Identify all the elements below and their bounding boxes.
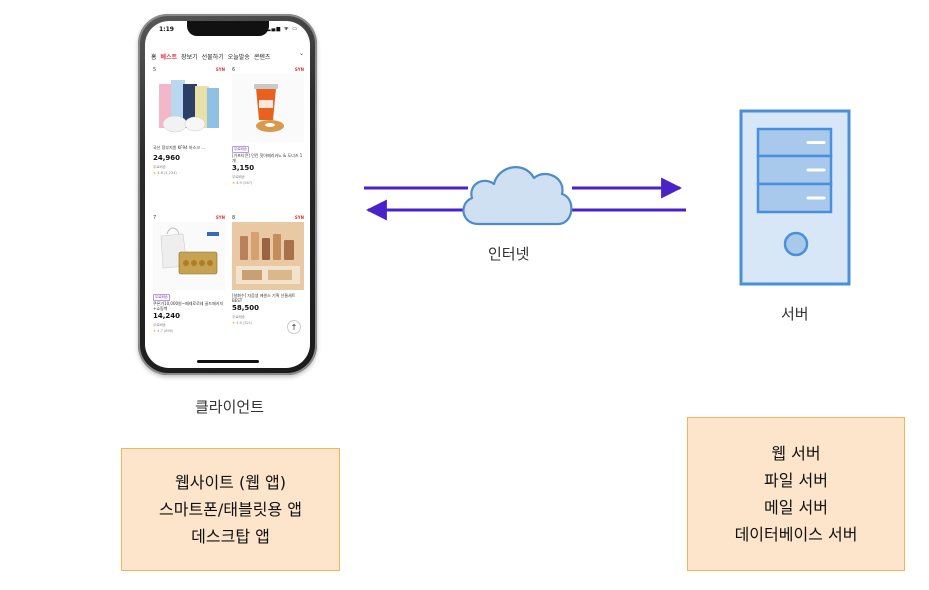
status-icons: ▂▄▆ ᯤ ▭ [267,26,298,32]
product-rating: ★ 4.9 (567) [232,181,252,186]
server-type-web: 웹 서버 [771,440,820,467]
tab-home[interactable]: 홈 [151,52,157,61]
tab-gift[interactable]: 선물하기 [202,52,224,61]
product-shipping: 무료배송 [232,175,245,180]
client-type-web: 웹사이트 (웹 앱) [175,469,286,496]
shipping-badge: 무료배송 [153,294,170,301]
star-icon: ★ [232,321,235,325]
product-card[interactable]: 8 SYN [설화수] 자음생 에센스 기획 선물세트 BEST 58,500 … [232,215,304,355]
client-label: 클라이언트 [195,396,264,417]
cloud-icon [463,167,571,224]
server-type-mail: 메일 서버 [764,494,828,521]
rating-text: 4.9 (567) [236,181,252,185]
product-price: 14,240 [153,312,180,321]
product-price: 24,960 [153,154,180,163]
client-type-desktop: 데스크탑 앱 [191,523,270,550]
rating-text: 4.8 (1,234) [157,171,176,175]
status-time: 1:19 [159,26,174,33]
server-label: 서버 [781,303,809,324]
mask-product-image [153,74,225,142]
phone-notch [187,21,269,36]
product-card[interactable]: 5 SYN 국산 정부지원 KF94 마스크 ... 24,960 무료배송 ★… [153,67,225,207]
phone-screen: 1:19 ▂▄▆ ᯤ ▭ 홈 베스트 장보기 선물하기 오늘발송 콘텐츠 ⌄ 5… [145,21,310,368]
store-logo: SYN [295,67,304,72]
product-shipping: 무료배송 [232,315,245,320]
product-rating: ★ 4.7 (890) [153,329,173,334]
star-icon: ★ [153,329,156,333]
store-logo: SYN [216,67,225,72]
home-indicator [197,360,259,363]
coffee-product-image [232,74,304,142]
shipping-badge: 무료배송 [232,146,249,153]
product-desc: 쿠폰가10,000원~페레로로쉐 골드패키지+쇼핑백 [153,301,225,312]
product-rating: ★ 4.8 (1,234) [153,171,177,176]
scroll-top-button[interactable]: ↑ [287,320,301,334]
product-rank: 7 [153,215,156,222]
chocolate-product-image [153,222,225,290]
tab-best[interactable]: 베스트 [161,52,178,61]
product-shipping: 무료배송 [153,323,166,328]
product-rank: 5 [153,67,156,74]
server-types-box: 웹 서버 파일 서버 메일 서버 데이터베이스 서버 [687,417,905,571]
cosmetics-product-image [232,222,304,290]
client-types-box: 웹사이트 (웹 앱) 스마트폰/태블릿용 앱 데스크탑 앱 [121,448,340,571]
product-rank: 6 [232,67,235,74]
product-desc: 국산 정부지원 KF94 마스크 ... [153,145,225,150]
internet-label: 인터넷 [488,243,529,264]
product-price: 58,500 [232,304,259,313]
category-tabs: 홈 베스트 장보기 선물하기 오늘발송 콘텐츠 ⌄ [145,49,310,63]
store-logo: SYN [216,215,225,220]
product-shipping: 무료배송 [153,165,166,170]
server-icon [741,111,849,284]
phone-mockup: 1:19 ▂▄▆ ᯤ ▭ 홈 베스트 장보기 선물하기 오늘발송 콘텐츠 ⌄ 5… [138,14,317,375]
product-desc: [설화수] 자음생 에센스 기획 선물세트 BEST [232,293,304,304]
product-card[interactable]: 7 SYN 무료배송 쿠폰가10,000원~페레로로쉐 골드패키지+쇼핑백 14… [153,215,225,355]
tab-today-delivery[interactable]: 오늘발송 [228,52,250,61]
product-price: 3,150 [232,164,254,173]
star-icon: ★ [232,181,235,185]
product-rating: ★ 4.9 (321) [232,321,252,326]
rating-text: 4.9 (321) [236,321,252,325]
product-desc: [기프티콘] 던킨 핫아메리카노 & 도너츠 1개 [232,153,304,164]
chevron-down-icon[interactable]: ⌄ [299,50,304,57]
server-type-file: 파일 서버 [764,467,828,494]
tab-grocery[interactable]: 장보기 [181,52,198,61]
product-grid: 5 SYN 국산 정부지원 KF94 마스크 ... 24,960 무료배송 ★… [153,67,302,348]
store-logo: SYN [295,215,304,220]
tab-content[interactable]: 콘텐츠 [254,52,271,61]
client-type-mobile: 스마트폰/태블릿용 앱 [159,496,302,523]
product-card[interactable]: 6 SYN 무료배송 [기프티콘] 던킨 핫아메리카노 & 도너츠 1개 3,1… [232,67,304,207]
rating-text: 4.7 (890) [157,329,173,333]
star-icon: ★ [153,171,156,175]
product-rank: 8 [232,215,235,222]
server-type-database: 데이터베이스 서버 [735,521,858,548]
